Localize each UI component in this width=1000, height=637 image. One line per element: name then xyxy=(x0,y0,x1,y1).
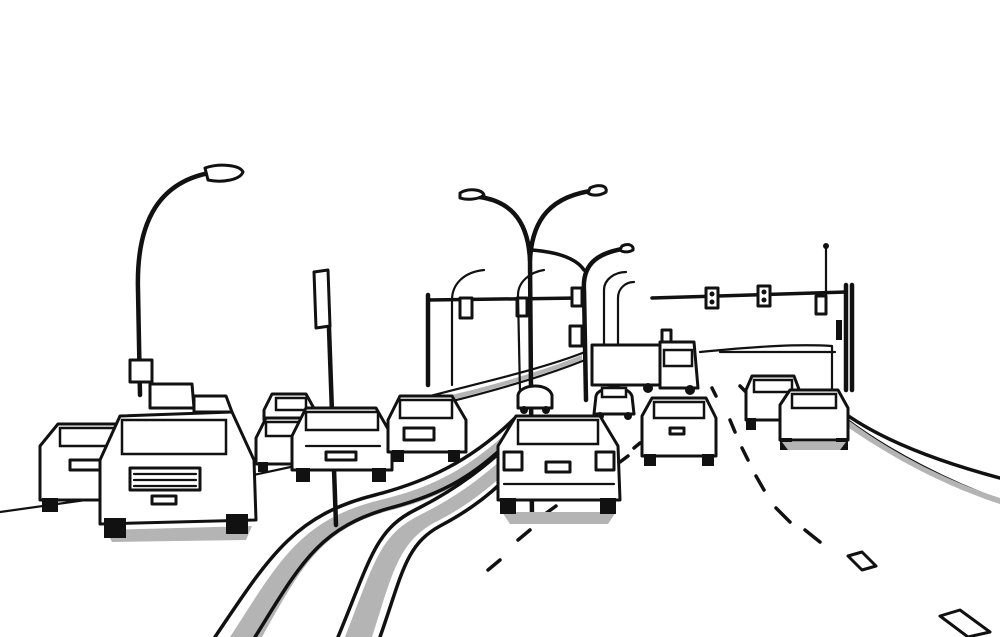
traffic-light-gantry-left xyxy=(425,286,673,388)
suv-front-left xyxy=(98,410,258,542)
car-center-lane-far xyxy=(640,396,718,466)
sign-post xyxy=(312,268,339,528)
traffic-light-icon xyxy=(568,324,584,348)
car-front-center-rear xyxy=(496,414,622,524)
street-lamp-center-double xyxy=(458,184,608,523)
traffic-light-icon xyxy=(570,286,584,308)
street-lamp-right-mid xyxy=(530,243,635,403)
traffic-light-gantry-right xyxy=(650,243,855,393)
traffic-light-icon xyxy=(704,286,720,310)
lane-markings xyxy=(486,384,992,637)
car-distant-center xyxy=(516,384,554,414)
street-lamp-left xyxy=(128,163,245,398)
car-distant-right xyxy=(592,386,636,420)
traffic-light-icon xyxy=(515,296,529,318)
traffic-light-icon xyxy=(756,284,772,308)
car-right-lane xyxy=(778,388,850,450)
traffic-light-icon xyxy=(458,296,474,320)
traffic-light-icon xyxy=(814,294,828,316)
suv-left-middle xyxy=(290,406,394,482)
truck xyxy=(590,340,700,395)
truck-left-background xyxy=(148,382,234,414)
street-lamp-distant xyxy=(450,268,636,394)
van-left-center xyxy=(386,394,468,462)
